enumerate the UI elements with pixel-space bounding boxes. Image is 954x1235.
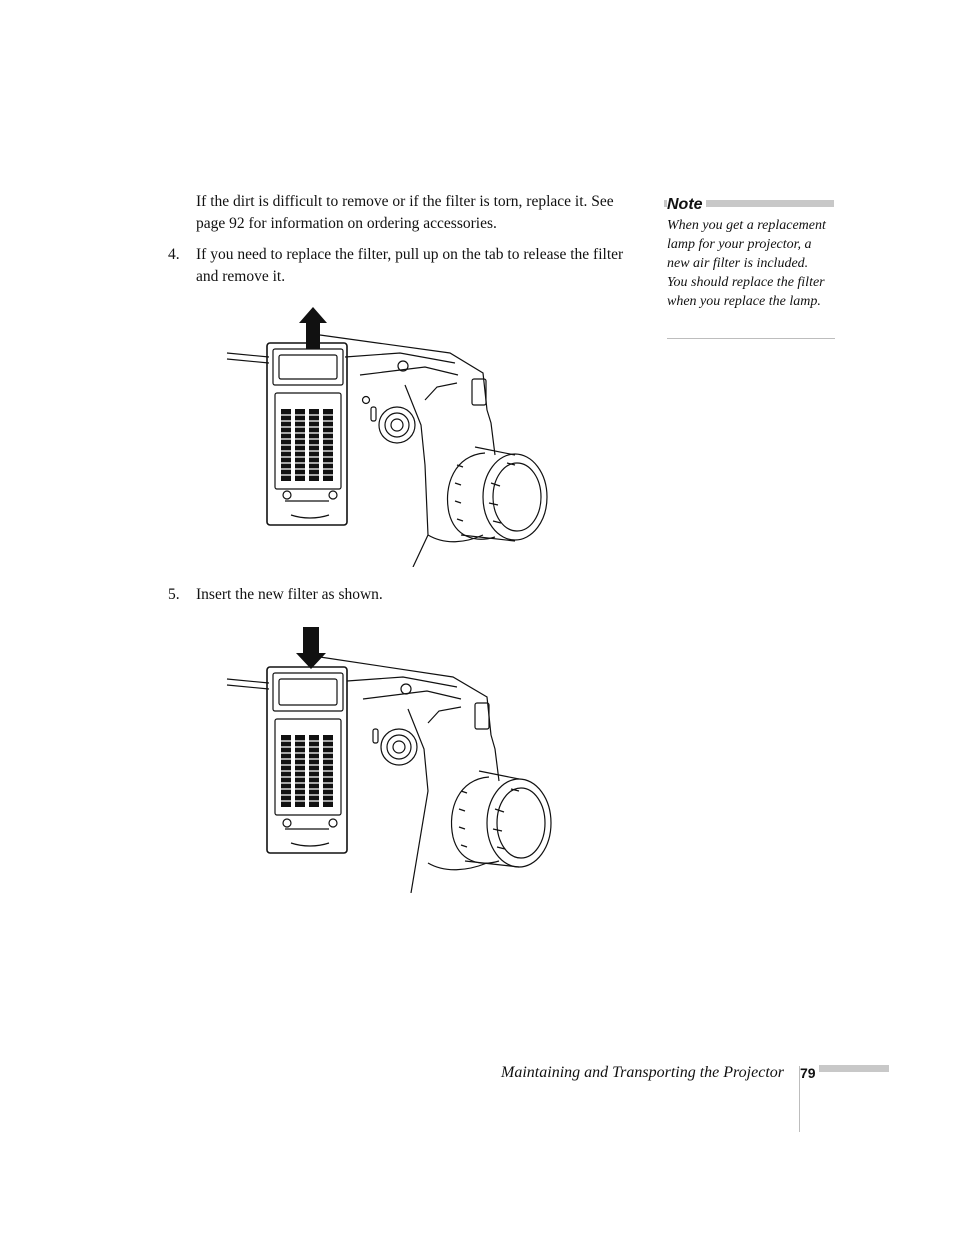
filter-insertion-illustration: [226, 627, 552, 893]
step-text: Insert the new filter as shown.: [196, 586, 383, 603]
note-text: When you get a replacement lamp for your…: [667, 218, 826, 309]
filter-removal-illustration: [226, 307, 548, 567]
step-number: 5.: [168, 586, 180, 603]
down-arrow-icon: [296, 627, 326, 669]
step-text: If you need to replace the filter, pull …: [196, 246, 624, 285]
note-divider: [667, 338, 835, 339]
note-heading: Note: [667, 195, 706, 215]
intro-paragraph: If the dirt is difficult to remove or if…: [196, 193, 614, 232]
page-number: 79: [800, 1063, 819, 1083]
step-number: 4.: [168, 246, 180, 263]
note-header-bar: [664, 200, 834, 207]
up-arrow-icon: [299, 307, 327, 349]
footer-bar: [800, 1065, 889, 1072]
footer-divider: [799, 1066, 800, 1132]
footer-chapter-title: Maintaining and Transporting the Project…: [501, 1064, 784, 1081]
